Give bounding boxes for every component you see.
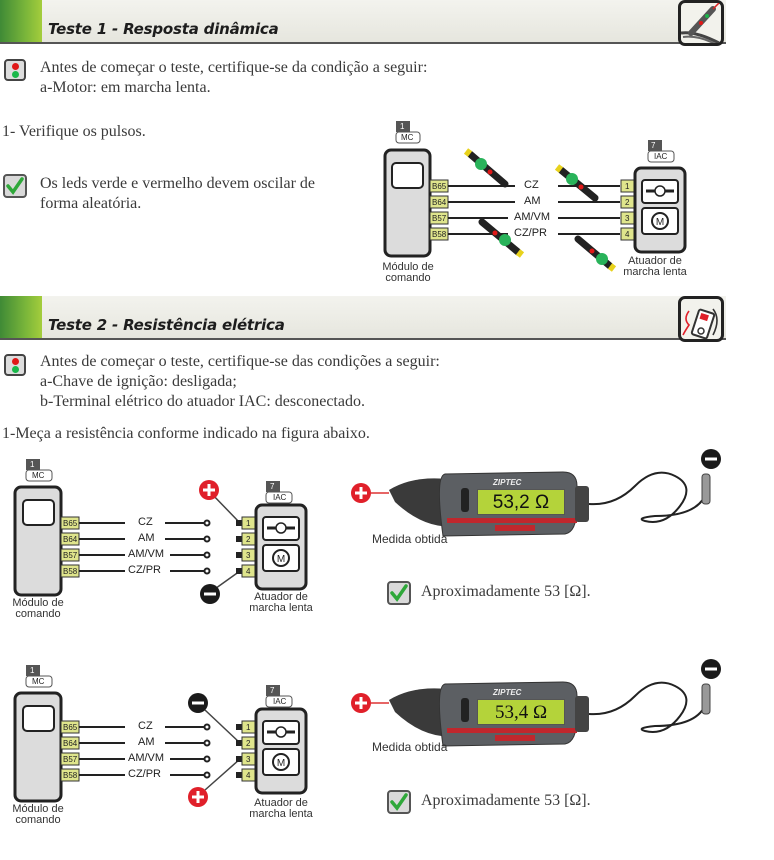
module-pin: B64 <box>63 535 78 544</box>
wire-label: CZ <box>138 516 153 528</box>
reading-label: Medida obtida <box>372 740 448 754</box>
wire-label: AM <box>524 195 541 207</box>
wire-label: AM/VM <box>128 548 165 560</box>
header-accent <box>0 296 42 338</box>
svg-text:M: M <box>656 217 664 228</box>
actuator-pin: 3 <box>246 551 251 560</box>
actuator-code: IAC <box>654 152 668 161</box>
wire-label: CZ <box>524 179 539 191</box>
module-pin: B58 <box>63 567 78 576</box>
actuator-pin: 1 <box>246 723 251 732</box>
section1-precondition-line1: Antes de começar o teste, certifique-se … <box>40 59 428 76</box>
actuator-pin: 4 <box>246 771 251 780</box>
actuator-pin: 2 <box>246 535 251 544</box>
section1-step: 1- Verifique os pulsos. <box>2 123 146 140</box>
section2-header: Teste 2 - Resistência elétrica <box>0 296 726 340</box>
section2-step: 1-Meça a resistência conforme indicado n… <box>2 425 370 442</box>
actuator-pin: 4 <box>625 230 630 239</box>
section1-result-line2: forma aleatória. <box>40 195 142 212</box>
multimeter-2: 53,4 Ω ZIPTEC <box>345 656 745 756</box>
module-pin: B58 <box>432 230 447 239</box>
section2-precondition-line2: a-Chave de ignição: desligada; <box>40 373 237 390</box>
traffic-light-icon <box>4 59 26 81</box>
svg-text:M: M <box>277 758 285 769</box>
wire-label: CZ/PR <box>128 564 161 576</box>
module-pin: B57 <box>63 551 78 560</box>
measurement1-result: Aproximadamente 53 [Ω]. <box>421 583 591 600</box>
module-pin: B58 <box>63 771 78 780</box>
actuator-number: 7 <box>270 686 275 695</box>
section1-title: Teste 1 - Resposta dinâmica <box>48 20 279 38</box>
actuator-pin: 3 <box>246 755 251 764</box>
checkmark-icon <box>387 790 411 814</box>
module-number: 1 <box>30 460 35 469</box>
actuator-pin: 1 <box>625 182 630 191</box>
module-code: MC <box>32 677 45 686</box>
module-pin: B65 <box>63 723 78 732</box>
meter-brand: ZIPTEC <box>493 688 522 697</box>
module-pin: B57 <box>63 755 78 764</box>
section2-precondition-line3: b-Terminal elétrico do atuador IAC: desc… <box>40 393 365 410</box>
meter-display: 53,2 Ω <box>477 489 565 515</box>
module-pin: B65 <box>432 182 447 191</box>
actuator-pin: 2 <box>625 198 630 207</box>
meter-brand: ZIPTEC <box>493 478 522 487</box>
module-number: 1 <box>30 666 35 675</box>
section1-result-line1: Os leds verde e vermelho devem oscilar d… <box>40 175 316 192</box>
measurement2-result: Aproximadamente 53 [Ω]. <box>421 792 591 809</box>
reading-label: Medida obtida <box>372 532 448 546</box>
actuator-number: 7 <box>270 482 275 491</box>
wire-label: AM <box>138 736 155 748</box>
multimeter-icon <box>678 296 724 342</box>
header-accent <box>0 0 42 42</box>
section1-precondition-line2: a-Motor: em marcha lenta. <box>40 79 211 96</box>
measurement2-wiring-diagram: M 1 MC B65 B64 B57 B58 CZ AM AM/VM CZ/PR… <box>0 662 330 832</box>
actuator-code: IAC <box>273 493 287 502</box>
module-code: MC <box>401 133 414 142</box>
wire-label: AM/VM <box>128 752 165 764</box>
actuator-pin: 4 <box>246 567 251 576</box>
actuator-pin: 3 <box>625 214 630 223</box>
meter-display: 53,4 Ω <box>477 699 565 725</box>
actuator-pin: 1 <box>246 519 251 528</box>
actuator-pin: 2 <box>246 739 251 748</box>
module-number: 1 <box>400 122 405 131</box>
section1-header: Teste 1 - Resposta dinâmica <box>0 0 726 44</box>
measurement1-wiring-diagram: M 1 MC B65 B64 B57 B58 CZ AM AM/VM CZ/PR… <box>0 456 330 621</box>
wire-label: AM/VM <box>514 211 551 223</box>
checkmark-icon <box>3 174 27 198</box>
svg-text:M: M <box>277 554 285 565</box>
multimeter-1: 53,2 Ω ZIPTEC <box>345 446 745 546</box>
module-code: MC <box>32 471 45 480</box>
wire-label: CZ/PR <box>514 227 547 239</box>
section2-title: Teste 2 - Resistência elétrica <box>48 316 285 334</box>
module-pin: B57 <box>432 214 447 223</box>
section2-precondition-line1: Antes de começar o teste, certifique-se … <box>40 353 440 370</box>
wire-label: CZ/PR <box>128 768 161 780</box>
wire-label: AM <box>138 532 155 544</box>
section1-wiring-diagram: M 1 MC B65 B64 B57 B58 CZ AM AM/VM CZ/PR… <box>380 118 690 286</box>
wire-label: CZ <box>138 720 153 732</box>
checkmark-icon <box>387 581 411 605</box>
traffic-light-icon <box>4 354 26 376</box>
module-pin: B64 <box>432 198 447 207</box>
module-pin: B65 <box>63 519 78 528</box>
actuator-code: IAC <box>273 697 287 706</box>
test-light-probe-icon <box>678 0 724 46</box>
module-pin: B64 <box>63 739 78 748</box>
actuator-number: 7 <box>651 141 656 150</box>
